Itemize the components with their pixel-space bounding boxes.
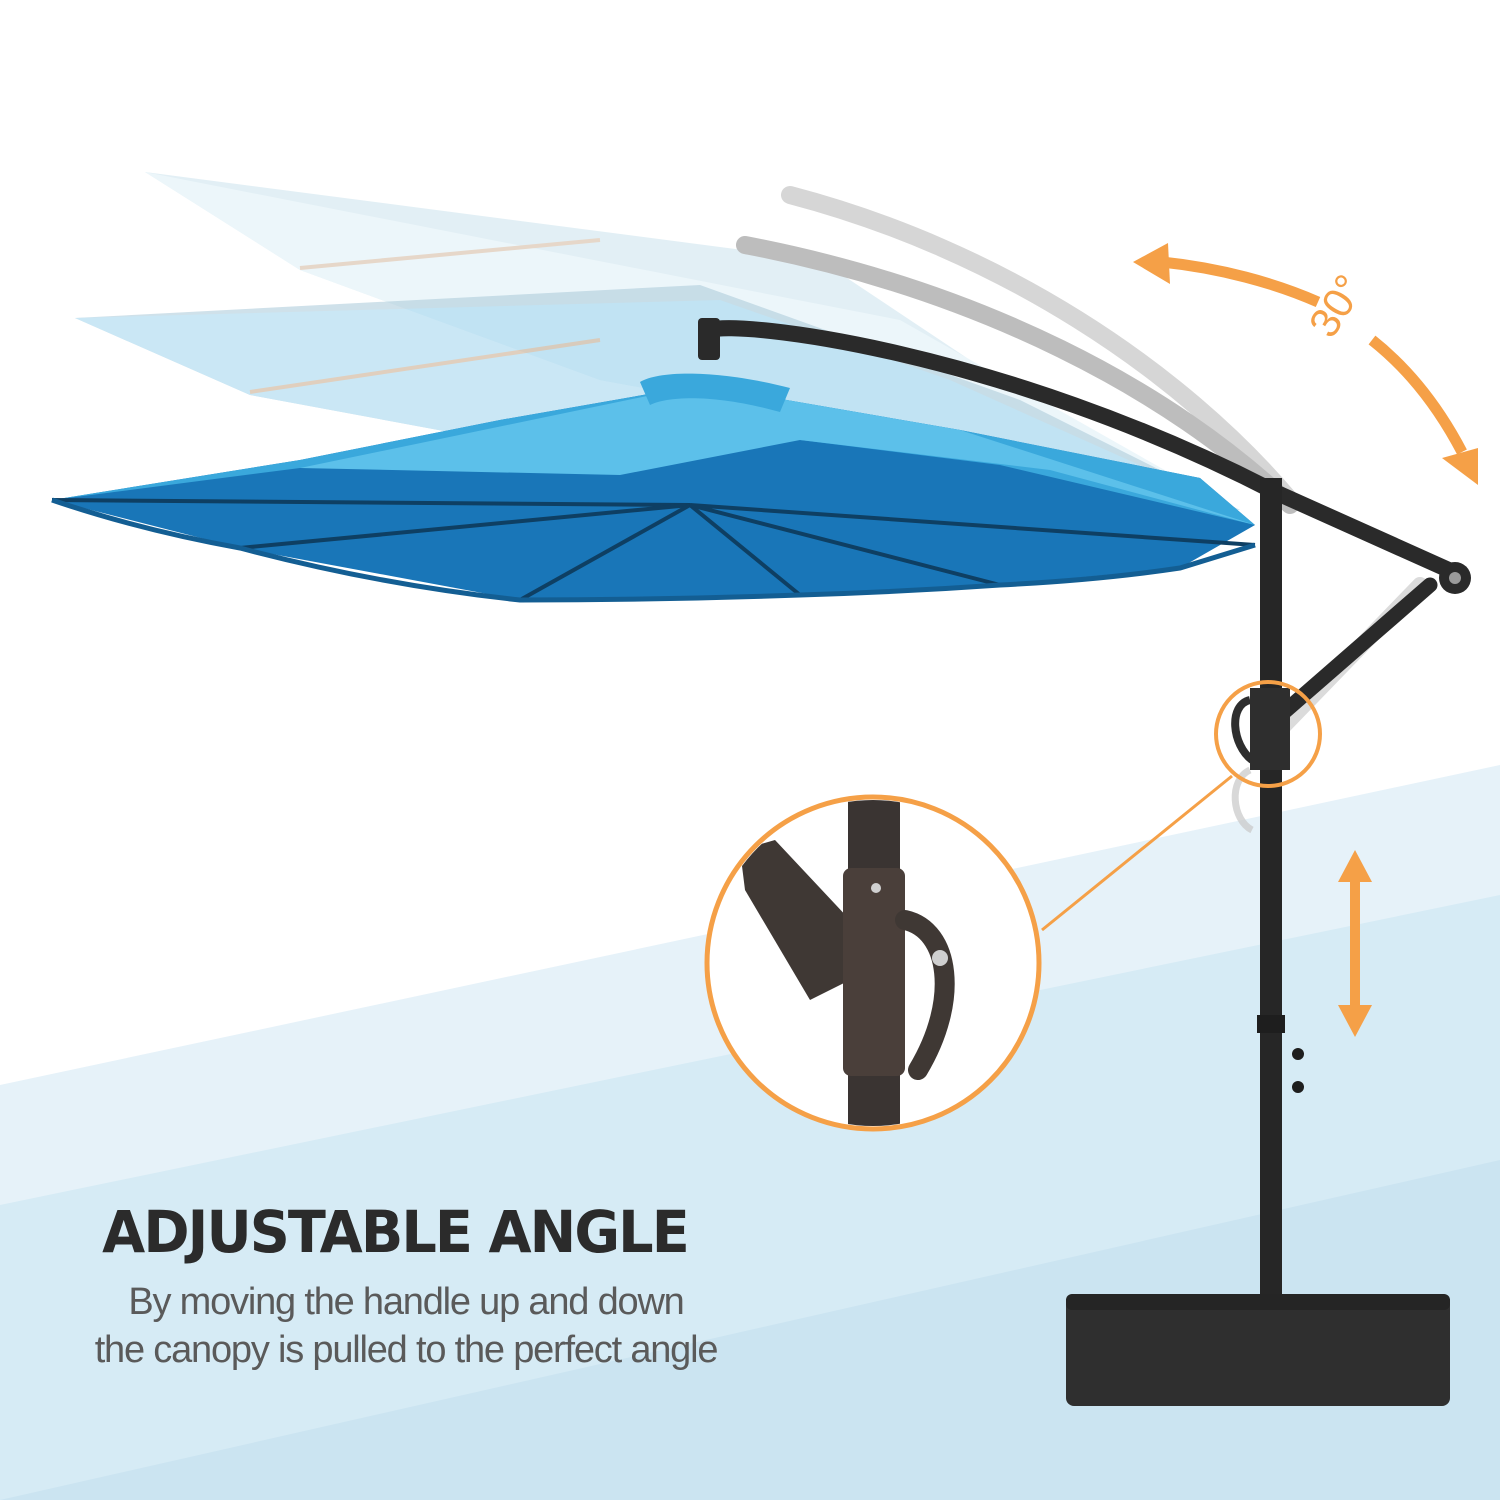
weighted-base	[1066, 1294, 1450, 1406]
ghost-arm	[736, 186, 1299, 514]
handle-closeup	[704, 794, 1042, 1132]
feature-description-line-1: By moving the handle up and down	[128, 1281, 684, 1323]
umbrella-pole	[1231, 478, 1304, 1308]
feature-title: ADJUSTABLE ANGLE	[102, 1198, 690, 1266]
curved-double-arrow-icon	[1133, 243, 1478, 485]
cantilever-arm	[698, 318, 1471, 594]
callout-leader-line	[1041, 774, 1233, 932]
callout-marker	[1214, 680, 1322, 788]
vertical-double-arrow-icon	[1338, 850, 1372, 1037]
crank-strut	[1267, 577, 1438, 743]
feature-description: By moving the handle up and down the can…	[0, 1278, 812, 1374]
main-canopy	[51, 373, 1256, 603]
feature-description-line-2: the canopy is pulled to the perfect angl…	[94, 1329, 719, 1371]
